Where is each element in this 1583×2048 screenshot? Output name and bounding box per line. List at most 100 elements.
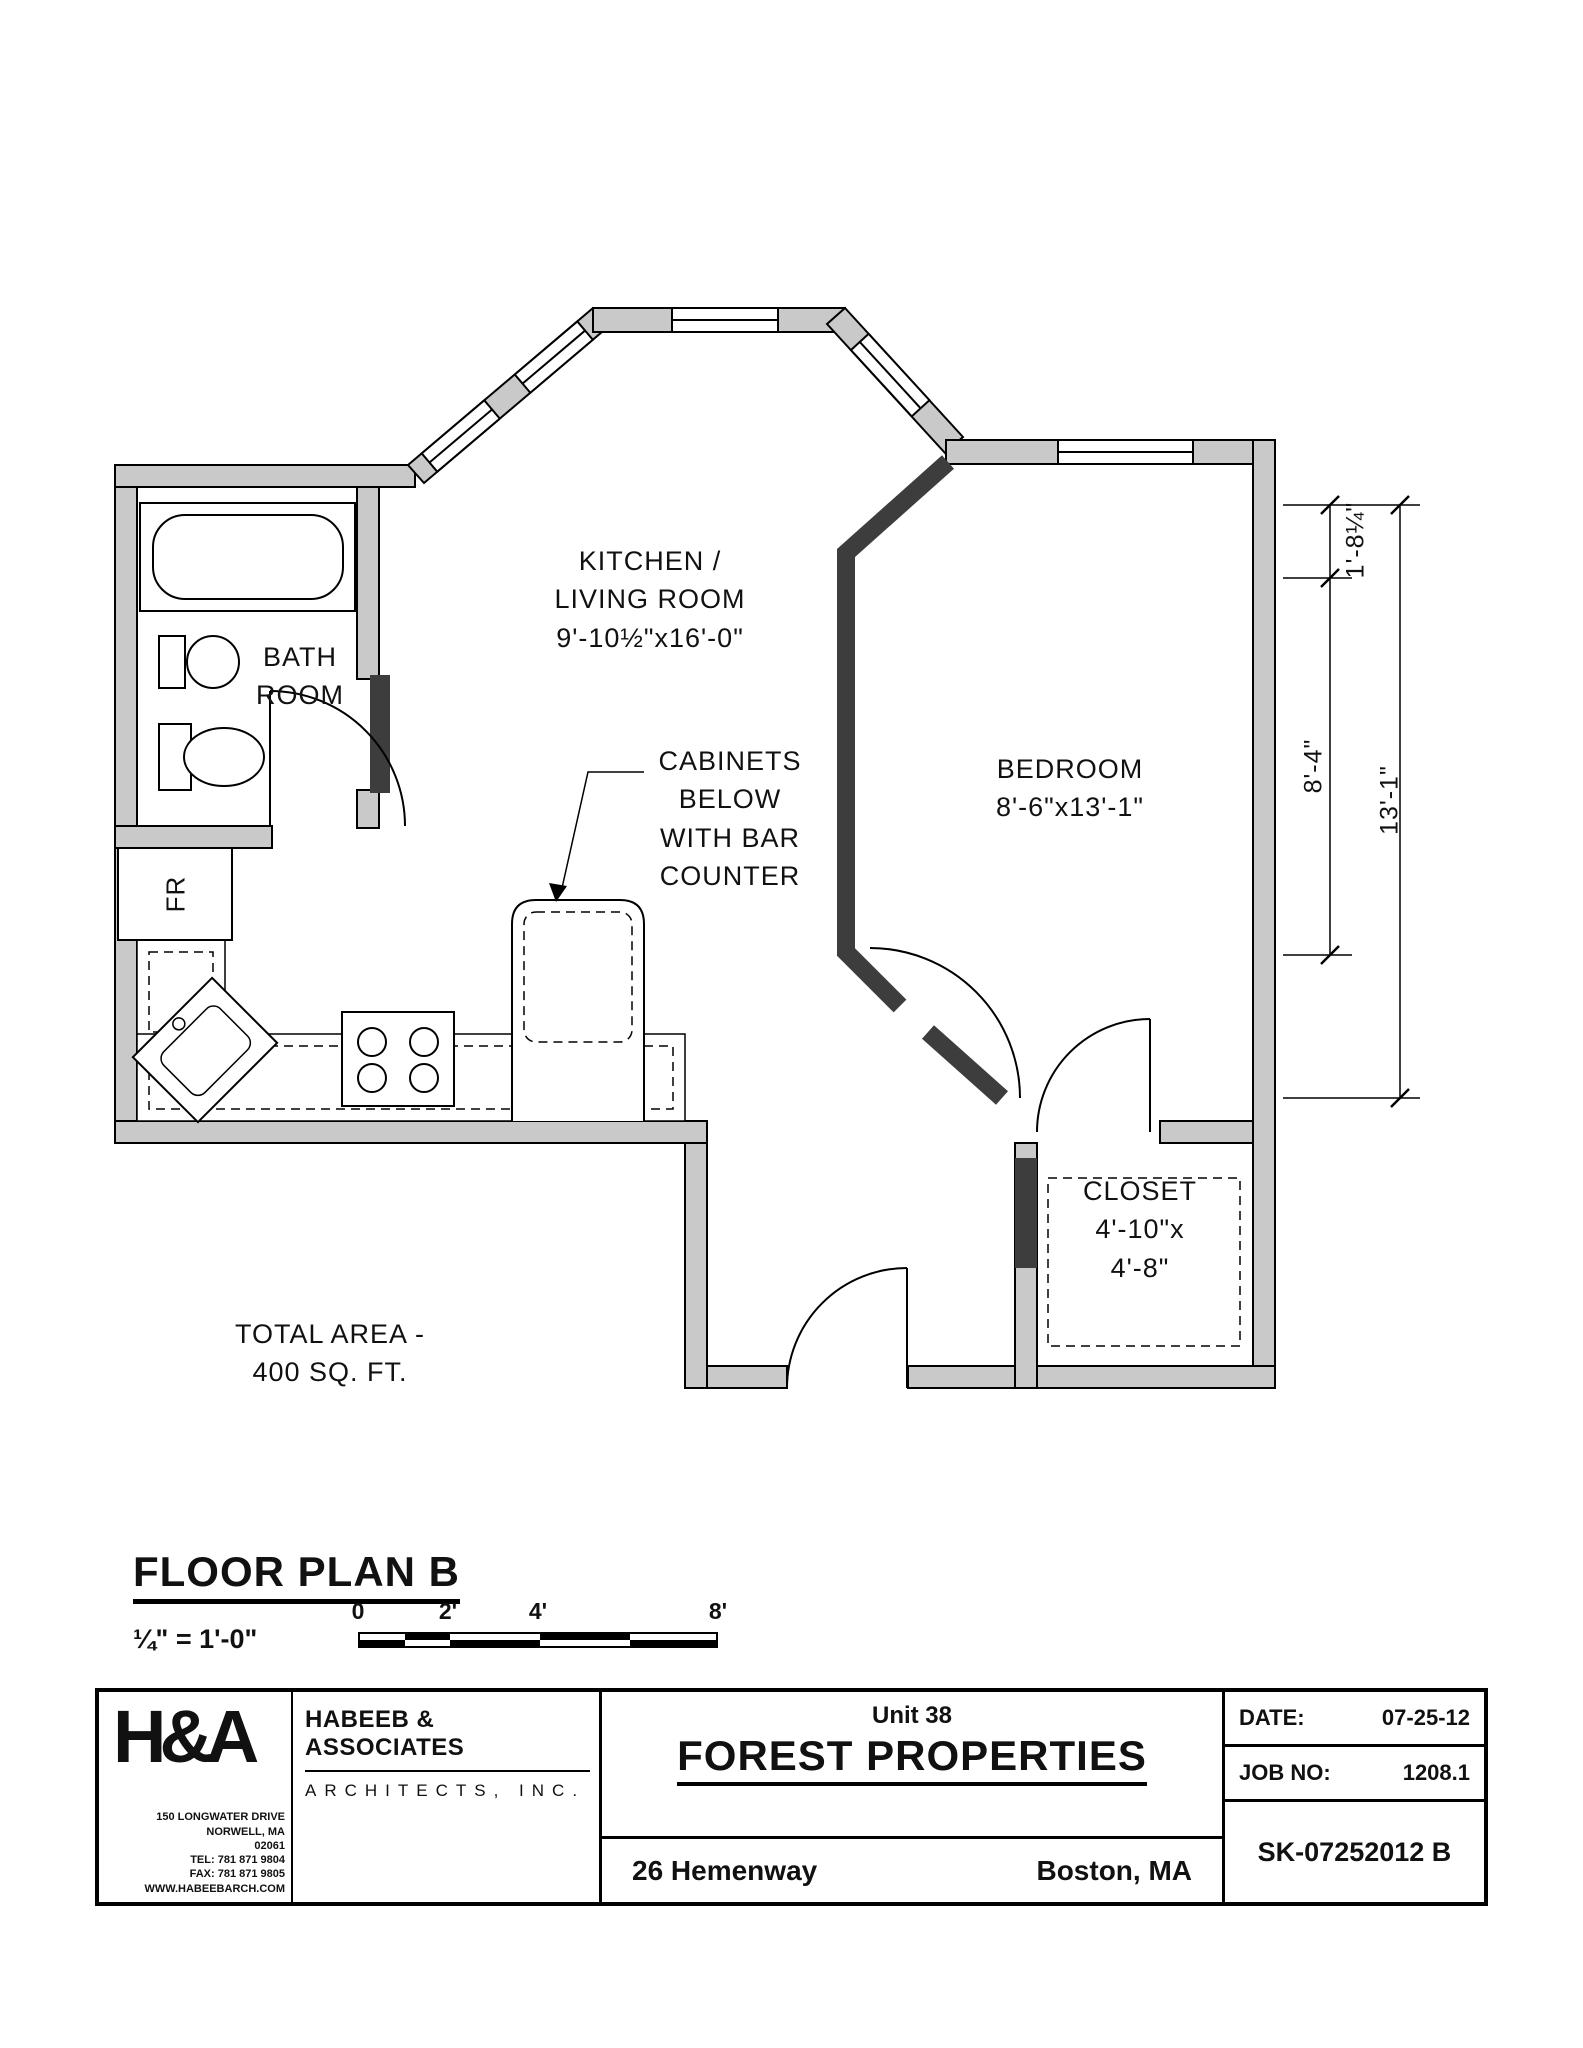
project-address-row: 26 Hemenway Boston, MA	[602, 1836, 1222, 1902]
firm-address-line1: 150 LONGWATER DRIVE	[156, 1811, 285, 1824]
closet-label-name: CLOSET	[1082, 1176, 1198, 1206]
dim-label-mid: 8'-4"	[1299, 738, 1328, 794]
wall-left	[114, 464, 138, 1144]
graphic-scale-bar: 0 2' 4' 8'	[352, 1598, 730, 1654]
plan-scale-note: ¼" = 1'-0"	[133, 1624, 258, 1654]
firm-cell-divider	[291, 1692, 293, 1902]
wall-bedroom-west-dark	[837, 455, 954, 1013]
sheet-number: SK-07252012 B	[1257, 1836, 1452, 1867]
date-label: DATE:	[1239, 1705, 1305, 1730]
job-number-row: JOB NO: 1208.1	[1225, 1747, 1484, 1802]
scale-bar-strip	[358, 1632, 718, 1648]
firm-address-line5: FAX: 781 871 9805	[189, 1868, 285, 1881]
scale-tick-4ft: 4'	[528, 1598, 548, 1624]
project-unit: Unit 38	[871, 1702, 952, 1729]
bedroom-label-name: BEDROOM	[996, 754, 1144, 784]
total-area-line2: 400 SQ. FT.	[252, 1357, 408, 1388]
wall-bath-dark-segment	[370, 675, 390, 793]
kitchen-label-line1: KITCHEN /	[578, 546, 722, 576]
entry-door	[786, 1267, 908, 1389]
closet-door	[1036, 1018, 1151, 1133]
dimension-lines	[1283, 495, 1420, 1108]
dim-ticks	[1320, 495, 1410, 1108]
stove	[341, 1011, 455, 1107]
bathroom-label-line1: BATH	[262, 642, 337, 672]
cabinets-note-line3: WITH BAR	[660, 822, 800, 853]
wall-right	[1252, 439, 1276, 1389]
project-name: FOREST PROPERTIES	[677, 1732, 1147, 1786]
toilet	[158, 723, 265, 791]
firm-address-line4: TEL: 781 871 9804	[190, 1854, 285, 1867]
wall-closet-dark-segment	[1015, 1158, 1037, 1268]
firm-address: 150 LONGWATER DRIVE NORWELL, MA 02061 TE…	[105, 1810, 285, 1896]
cabinets-note-line1: CABINETS	[658, 746, 802, 776]
firm-address-line6: WWW.HABEEBARCH.COM	[144, 1882, 285, 1895]
fridge-label: FR	[160, 875, 191, 913]
bathroom-door	[269, 690, 406, 827]
cabinets-note-line2: BELOW	[678, 784, 782, 815]
total-area-label: TOTAL AREA - 400 SQ. FT.	[200, 1315, 460, 1392]
closet-shelf-dashed	[1047, 1177, 1241, 1347]
window-bedroom	[1057, 439, 1194, 465]
firm-address-line2: NORWELL, MA	[206, 1825, 285, 1838]
firm-logo: H&A	[113, 1695, 259, 1778]
scale-tick-0: 0	[351, 1598, 365, 1624]
job-number-value: 1208.1	[1402, 1760, 1470, 1785]
firm-name: HABEEB & ASSOCIATES	[305, 1706, 590, 1772]
project-city: Boston, MA	[1036, 1854, 1192, 1886]
bedroom-label: BEDROOM 8'-6"x13'-1"	[950, 750, 1190, 827]
plan-title: FLOOR PLAN B	[133, 1548, 460, 1604]
bathroom-label-line2: ROOM	[256, 680, 344, 711]
fixtures	[117, 502, 1241, 1347]
wall-corridor-left	[684, 1142, 708, 1389]
closet-label-dims2: 4'-8"	[1110, 1252, 1170, 1283]
project-street: 26 Hemenway	[632, 1854, 818, 1886]
refrigerator	[117, 847, 233, 941]
bedroom-door	[869, 947, 1021, 1099]
wall-bottom-b	[907, 1365, 1276, 1389]
dim-label-full: 13'-1"	[1375, 765, 1404, 835]
bathtub	[139, 502, 356, 612]
window-top	[671, 307, 779, 333]
date-row: DATE: 07-25-12	[1225, 1692, 1484, 1747]
title-block-firm-cell: H&A 150 LONGWATER DRIVE NORWELL, MA 0206…	[99, 1692, 602, 1902]
kitchen-label-line2: LIVING ROOM	[554, 584, 746, 615]
title-block-meta-cell: DATE: 07-25-12 JOB NO: 1208.1 SK-0725201…	[1225, 1692, 1484, 1902]
wall-bottom-a	[706, 1365, 788, 1389]
total-area-line1: TOTAL AREA -	[234, 1319, 426, 1349]
cabinets-note: CABINETS BELOW WITH BAR COUNTER	[635, 742, 825, 895]
bar-counter	[511, 899, 645, 1121]
bathroom-label: BATH ROOM	[225, 638, 375, 715]
windows	[420, 307, 1194, 474]
floor-plan-drawing	[114, 306, 1420, 1389]
kitchen-label-dims: 9'-10½"x16'-0"	[556, 622, 744, 653]
wall-bath-top	[114, 464, 416, 488]
title-block-project-cell: Unit 38 FOREST PROPERTIES 26 Hemenway Bo…	[602, 1692, 1225, 1902]
firm-address-line3: 02061	[254, 1839, 285, 1852]
kitchen-sink	[131, 976, 279, 1124]
bathroom-sink	[158, 635, 240, 689]
wall-bath-right	[356, 486, 380, 680]
doors	[269, 690, 1151, 1389]
bedroom-label-dims: 8'-6"x13'-1"	[995, 792, 1145, 823]
title-block: H&A 150 LONGWATER DRIVE NORWELL, MA 0206…	[95, 1688, 1488, 1906]
wall-hall-dark-diagonal	[922, 1025, 1008, 1105]
firm-name-block: HABEEB & ASSOCIATES ARCHITECTS, INC.	[305, 1706, 590, 1801]
firm-subtitle: ARCHITECTS, INC.	[305, 1781, 586, 1800]
dark-walls	[370, 455, 1037, 1268]
wall-bath-bottom	[114, 825, 273, 849]
date-value: 07-25-12	[1381, 1705, 1470, 1730]
wall-kitchen-bottom	[114, 1120, 708, 1144]
closet-label-dims1: 4'-10"x	[1095, 1214, 1185, 1245]
window-bay-right	[849, 332, 931, 418]
scale-tick-2ft: 2'	[438, 1598, 458, 1624]
wall-closet-top	[1159, 1120, 1254, 1144]
dim-label-small: 1'-8¼"	[1341, 501, 1370, 579]
kitchen-living-label: KITCHEN / LIVING ROOM 9'-10½"x16'-0"	[485, 542, 815, 657]
cabinet-dashed-left	[148, 951, 214, 1033]
bar-counter-dashed	[523, 911, 633, 1043]
scale-tick-8ft: 8'	[708, 1598, 728, 1624]
cabinets-note-line4: COUNTER	[659, 860, 801, 891]
job-number-label: JOB NO:	[1239, 1760, 1331, 1785]
